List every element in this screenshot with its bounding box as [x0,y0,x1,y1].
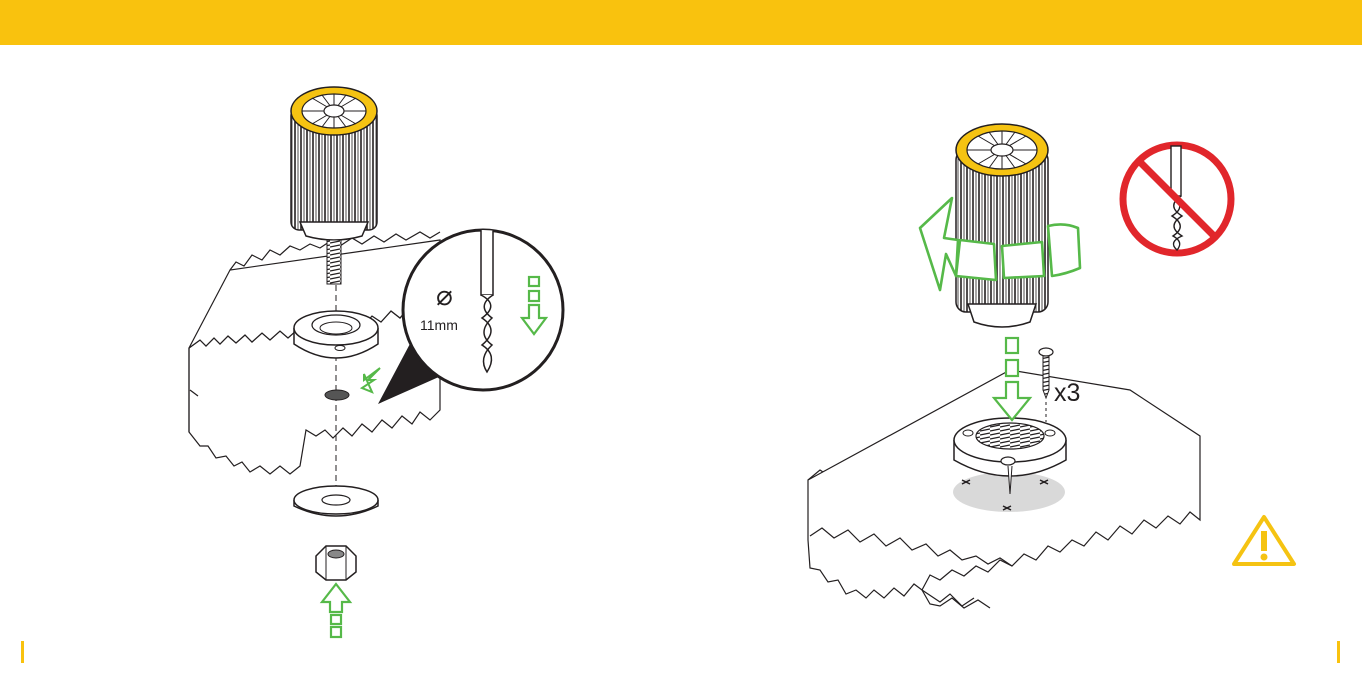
hex-nut [316,546,356,580]
diameter-symbol: ⌀ [436,280,453,311]
no-drilling-icon [1123,145,1231,253]
screw-count: x3 [1054,379,1080,407]
mounting-base [294,311,378,358]
left-assembly-step: ⌀ 11mm [189,87,563,637]
drilled-hole [325,390,349,400]
drill-size-label: 11mm [420,317,458,333]
warning-icon [1234,517,1294,564]
page-marker-left [21,641,24,663]
washer [294,486,378,516]
page-marker-right [1337,641,1340,663]
arrow-up-icon [322,584,350,637]
right-assembly-step: x3 [808,124,1294,608]
filter-cartridge-right [956,124,1048,327]
